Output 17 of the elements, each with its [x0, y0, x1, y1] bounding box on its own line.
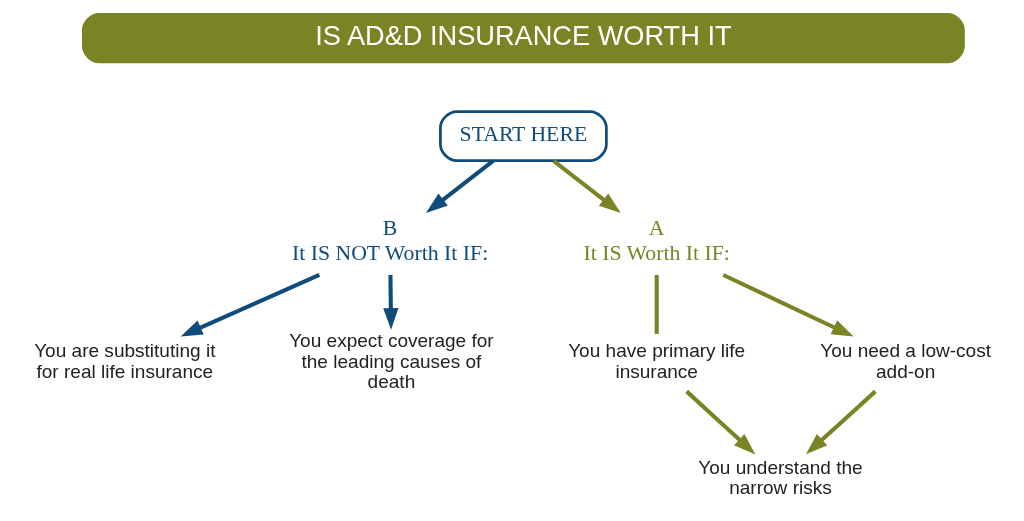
node-box: START HERE — [438, 110, 608, 162]
node-text: You have primary life insurance — [567, 340, 745, 382]
arrow — [722, 273, 854, 337]
arrow — [180, 273, 320, 337]
node-text: You are substituting it for real life insurance — [33, 340, 215, 382]
arrow — [425, 159, 494, 213]
arrow — [551, 159, 621, 213]
connector — [654, 275, 659, 334]
node-text: You need a low-cost add-on — [819, 340, 991, 382]
diagram-title: IS AD&D INSURANCE WORTH IT — [314, 19, 732, 51]
node-text: A It IS Worth It IF: — [582, 216, 730, 265]
arrow — [684, 389, 755, 455]
node-text: You expect coverage for the leading causes of death — [288, 330, 494, 392]
arrow — [805, 389, 877, 455]
node-text: You understand the narrow risks — [697, 456, 863, 499]
node-text: B It IS NOT Worth It IF: — [291, 216, 488, 265]
arrow — [382, 275, 398, 330]
